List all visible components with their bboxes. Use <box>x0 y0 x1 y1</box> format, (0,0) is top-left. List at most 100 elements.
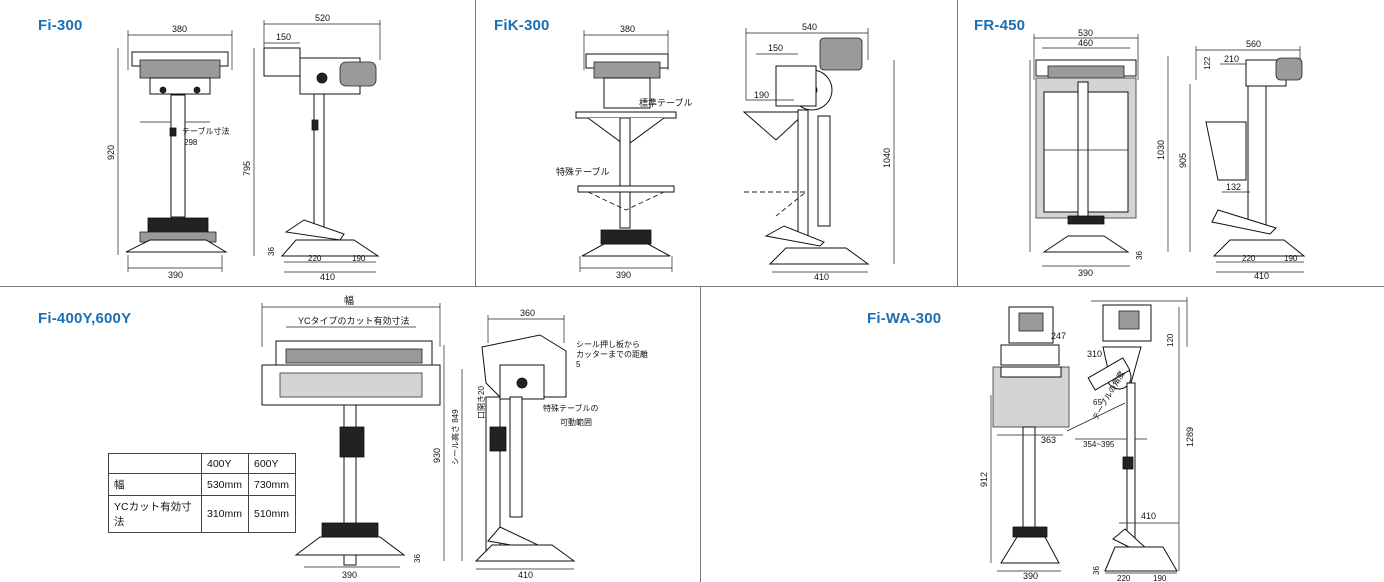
table-cell: 730mm <box>248 473 296 496</box>
dim-seal-height: シール高さ 849 <box>450 409 460 465</box>
table-row: 幅 530mm 730mm <box>108 473 296 496</box>
table-label: テーブル寸法 <box>182 126 230 136</box>
fr450-side-view: 560 122 210 132 220 190 410 <box>1195 39 1306 281</box>
dim-side-width: 520 <box>315 13 330 23</box>
fi400y-side-view: 360 シール押し板から カッターまでの距離 5 口開き20 特殊テーブルの 可… <box>413 308 648 580</box>
dim-top-width: 380 <box>172 24 187 34</box>
panel-title: Fi-400Y,600Y <box>38 310 132 327</box>
fik300-drawing: 380 標準テーブル 特殊テーブル 390 540 150 <box>556 22 895 282</box>
table-row: 400Y 600Y <box>108 453 296 474</box>
fi300-side-view: 520 150 795 36 220 190 410 <box>242 13 381 282</box>
cutter-note-1: シール押し板から <box>576 339 640 349</box>
dim-base-depth: 410 <box>1254 271 1269 281</box>
fik300-front-view: 380 標準テーブル 特殊テーブル 390 <box>556 24 692 280</box>
dim-side-offset: 210 <box>1224 54 1239 64</box>
open-label: 口開き20 <box>477 386 486 419</box>
table-cell: 310mm <box>201 495 249 533</box>
dim-front-width: 363 <box>1041 435 1056 445</box>
fr450-front-view: 530 460 1030 905 36 390 <box>1029 28 1191 278</box>
fiwa300-front-view: 363 912 390 <box>979 306 1070 581</box>
panel-fi300: Fi-300 380 テーブル寸法 298 920 390 <box>0 0 475 286</box>
dim-side-small: 132 <box>1226 182 1241 192</box>
dim-foot-b: 190 <box>1284 254 1298 263</box>
separator-v1 <box>475 0 476 286</box>
dim-foot-a: 220 <box>1117 574 1131 582</box>
dim-height: 930 <box>432 448 442 463</box>
dim-side-a: 247 <box>1051 331 1066 341</box>
dim-foot-height: 36 <box>1092 566 1101 575</box>
dim-side-small: 190 <box>754 90 769 100</box>
separator-h <box>0 286 1384 287</box>
dim-inner-height: 905 <box>1178 153 1188 168</box>
fiwa300-drawing: 363 912 390 120 247 310 65 テーブルの角度 354~3… <box>979 297 1195 582</box>
dim-outer-width: 530 <box>1078 28 1093 38</box>
range-label-2: 可動範囲 <box>560 417 592 427</box>
dim-slope-a: 65 <box>1093 398 1102 407</box>
cutter-value: 5 <box>576 360 581 369</box>
dim-side-height: 795 <box>242 161 252 176</box>
panel-title: Fi-WA-300 <box>867 310 942 327</box>
dim-height: 1289 <box>1185 427 1195 447</box>
dim-width: 幅 <box>344 294 354 307</box>
dim-foot-a: 220 <box>1242 254 1256 263</box>
dim-foot-height: 36 <box>413 554 422 563</box>
dim-foot-height: 36 <box>267 247 276 256</box>
panel-fi400y: Fi-400Y,600Y 幅 YCタイプのカット有効寸法 390 360 シール… <box>0 287 700 582</box>
table-cell: 幅 <box>108 473 202 496</box>
dim-foot-a: 220 <box>308 254 322 263</box>
cutter-note-2: カッターまでの距離 <box>576 349 648 359</box>
dim-foot-depth: 410 <box>1141 511 1156 521</box>
panel-fr450: FR-450 530 460 1030 905 36 390 560 <box>958 0 1384 286</box>
dim-side-width: 560 <box>1246 39 1261 49</box>
panel-title: Fi-300 <box>38 17 83 34</box>
dim-base-width: 390 <box>342 570 357 580</box>
dim-base-width: 390 <box>168 270 183 280</box>
dim-height: 920 <box>106 145 116 160</box>
table-value: 298 <box>184 138 198 147</box>
fr450-drawing: 530 460 1030 905 36 390 560 122 <box>1029 28 1306 281</box>
dim-cut-width: YCタイプのカット有効寸法 <box>298 315 410 326</box>
table-cell: 530mm <box>201 473 249 496</box>
table-row: YCカット有効寸法 310mm 510mm <box>108 495 296 533</box>
dim-base-depth: 410 <box>320 272 335 282</box>
table-header: 600Y <box>248 453 296 474</box>
dim-side-d: 354~395 <box>1083 440 1115 449</box>
fi400y-front-view: 幅 YCタイプのカット有効寸法 390 <box>261 294 441 580</box>
dim-base-width: 390 <box>616 270 631 280</box>
dim-height: 1030 <box>1156 140 1166 160</box>
dim-side-width: 540 <box>802 22 817 32</box>
table-cell: YCカット有効寸法 <box>108 495 202 533</box>
panel-fik300: FiK-300 380 標準テーブル 特殊テーブル 390 540 <box>476 0 957 286</box>
dim-side-c: 120 <box>1166 333 1175 347</box>
dim-inner-width: 460 <box>1078 38 1093 48</box>
fi400y-drawing: 幅 YCタイプのカット有効寸法 390 360 シール押し板から カッターまでの… <box>261 294 648 580</box>
panel-fiwa300: Fi-WA-300 363 912 390 120 247 310 <box>701 287 1384 582</box>
dim-foot-b: 190 <box>352 254 366 263</box>
dim-foot-height: 36 <box>1135 251 1144 260</box>
dim-base-width: 390 <box>1023 571 1038 581</box>
dim-height: 1040 <box>882 148 892 168</box>
dim-foot-b: 190 <box>1153 574 1167 582</box>
dim-side-top: 122 <box>1203 56 1212 70</box>
table-header: 400Y <box>201 453 249 474</box>
dim-side-offset: 150 <box>768 43 783 53</box>
dim-top-width: 380 <box>620 24 635 34</box>
dim-side-offset: 150 <box>276 32 291 42</box>
panel-title: FiK-300 <box>494 17 550 34</box>
dim-base-depth: 410 <box>814 272 829 282</box>
dim-base-width: 390 <box>1078 268 1093 278</box>
table-cell: 510mm <box>248 495 296 533</box>
fi300-front-view: 380 テーブル寸法 298 920 390 <box>106 24 233 280</box>
spec-table: 400Y 600Y 幅 530mm 730mm YCカット有効寸法 310mm … <box>108 453 296 533</box>
range-label-1: 特殊テーブルの <box>543 403 599 413</box>
table-header <box>108 453 202 474</box>
dim-side-width: 360 <box>520 308 535 318</box>
separator-v3 <box>700 287 701 582</box>
fik300-side-view: 540 150 190 1040 410 <box>742 22 895 282</box>
std-table-label: 標準テーブル <box>639 97 692 108</box>
separator-v2 <box>957 0 958 286</box>
special-table-label: 特殊テーブル <box>556 166 609 177</box>
dim-base-depth: 410 <box>518 570 533 580</box>
panel-title: FR-450 <box>974 17 1026 34</box>
fiwa300-side-view: 120 247 310 65 テーブルの角度 354~395 1289 410 … <box>1051 297 1195 582</box>
